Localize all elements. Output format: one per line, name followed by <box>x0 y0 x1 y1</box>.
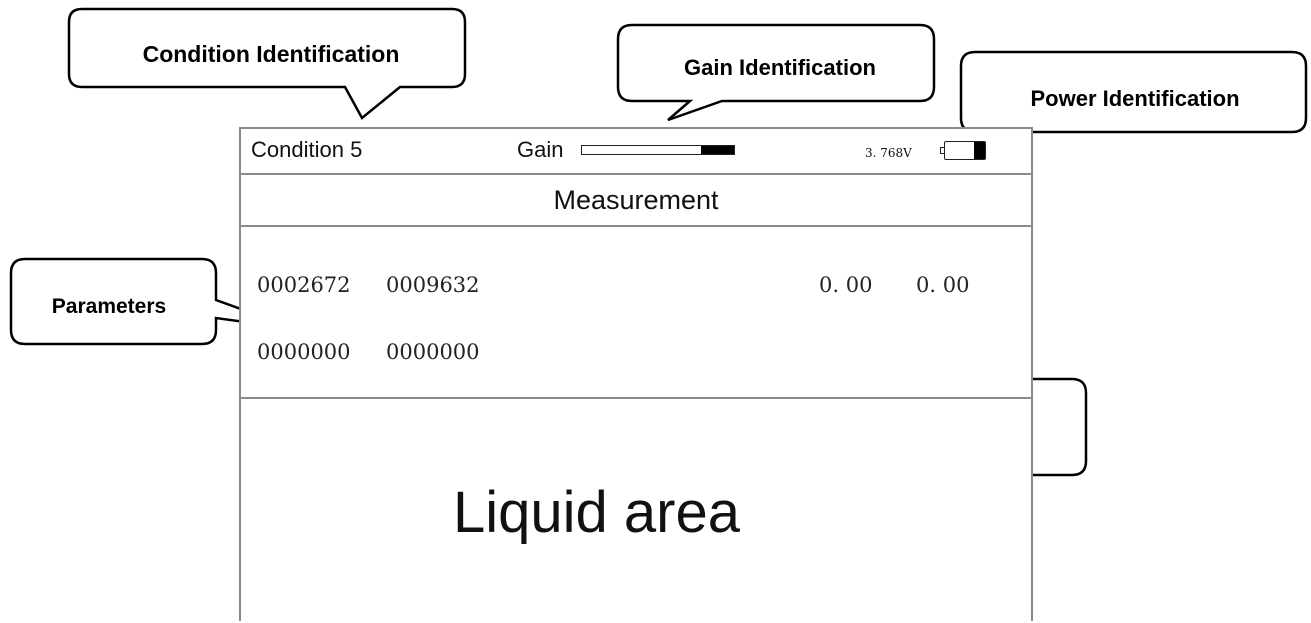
status-bar: Condition 5 Gain 3. 768V <box>241 129 1031 175</box>
gain-callout-bubble <box>616 23 936 122</box>
condition-callout-label: Condition Identification <box>142 41 400 67</box>
param-row1-col2: 0009632 <box>386 273 480 297</box>
result-text: Liquid area <box>453 480 740 545</box>
value-2: 0. 00 <box>916 273 970 297</box>
condition-callout-bubble <box>67 7 467 120</box>
gain-bar-fill <box>700 146 734 154</box>
condition-indicator: Condition 5 <box>251 137 363 162</box>
screen-title: Measurement <box>241 175 1031 227</box>
gain-callout-label: Gain Identification <box>684 55 876 80</box>
battery-fill <box>973 142 985 159</box>
gain-label: Gain <box>517 137 564 162</box>
parameters-callout-label: Parameters <box>51 295 167 318</box>
device-screen: Condition 5 Gain 3. 768V Measurement 000… <box>239 127 1033 621</box>
gain-bar <box>581 145 735 155</box>
parameters-callout-bubble <box>9 257 297 346</box>
battery-tip <box>940 147 944 154</box>
voltage-readout: 3. 768V <box>865 146 912 160</box>
power-callout-label: Power Identification <box>1030 86 1240 111</box>
results-panel: Liquid area <box>241 399 1031 623</box>
parameters-panel: 0002672 0009632 0000000 0000000 0. 00 0.… <box>241 227 1031 399</box>
value-1: 0. 00 <box>819 273 873 297</box>
battery-icon <box>940 141 986 160</box>
param-row2-col2: 0000000 <box>386 340 480 364</box>
param-row1-col1: 0002672 <box>257 273 351 297</box>
param-row2-col1: 0000000 <box>257 340 351 364</box>
